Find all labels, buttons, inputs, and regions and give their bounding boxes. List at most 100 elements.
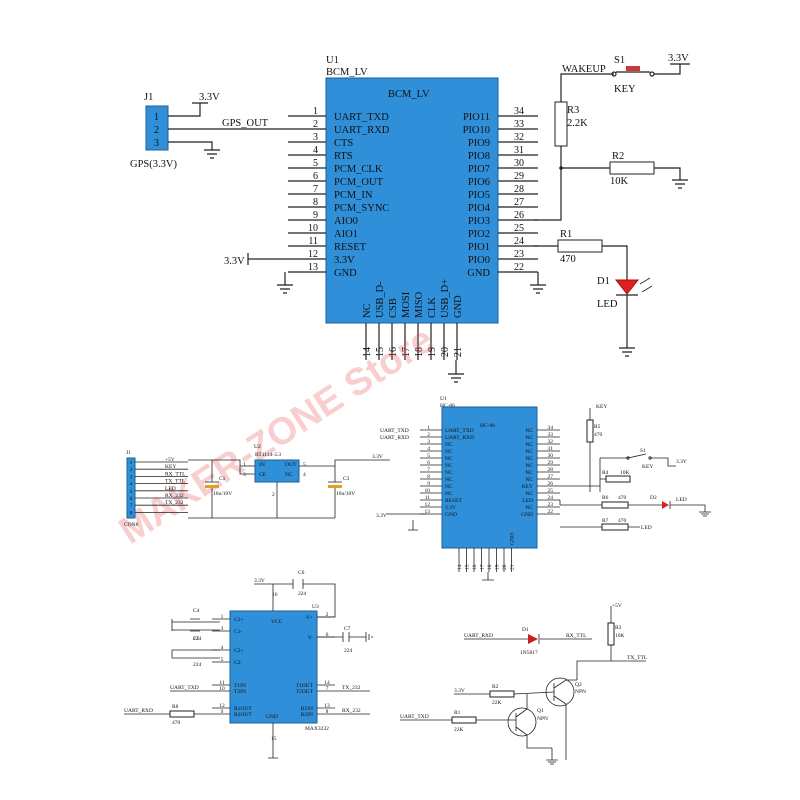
pin-name: NC: [445, 477, 453, 483]
c6-value: 224: [298, 591, 307, 597]
pin-name: PIO7: [468, 164, 490, 175]
j1-gnd-wire: [168, 141, 220, 159]
pin-name: MISO: [414, 291, 425, 318]
pin-name: PIO5: [468, 190, 490, 201]
c6-capacitor: [292, 579, 304, 589]
vcc-wire-12: [247, 253, 288, 265]
con8-pin-number: 5: [130, 489, 133, 495]
r4-ref: R4: [602, 470, 609, 476]
s1-vcc: 3.3V: [668, 53, 689, 64]
ls-r2-resistor: [489, 690, 515, 698]
tx232-net: TX_232: [342, 685, 361, 691]
q2-type: NPN: [575, 689, 586, 695]
pin-number: 17: [480, 564, 486, 570]
u2-pin-out: OUT: [285, 462, 297, 468]
q2-ref: Q2: [575, 682, 582, 688]
r8-value: 470: [172, 720, 181, 726]
pin-number: 31: [514, 145, 524, 156]
pin-number: 30: [548, 453, 554, 459]
pin-name: GND: [334, 268, 357, 279]
rx-ttl-net: RX_TTL: [566, 633, 587, 639]
pin-name: PIO10: [463, 125, 490, 136]
u2-pin-ce: CE: [259, 472, 267, 478]
pin-number: 7: [313, 184, 318, 195]
switch-contact: [648, 456, 652, 460]
pin-name: PIO9: [468, 138, 490, 149]
r6-ref: R6: [602, 495, 609, 501]
con8-pin-number: 6: [130, 496, 133, 502]
pin-name: NC: [525, 435, 533, 441]
pin-number: 19: [427, 347, 438, 357]
pin-number: 20: [440, 347, 451, 357]
pin-number: 6: [326, 632, 329, 638]
switch-contact: [626, 456, 630, 460]
pin-number: 21: [510, 564, 516, 570]
s1-switch-button: [626, 66, 640, 71]
pin-number: 16: [472, 564, 478, 570]
pin-name: AIO1: [334, 229, 358, 240]
d1-led-icon: [614, 279, 640, 295]
pin-number: 3: [313, 132, 318, 143]
pin-number: 24: [548, 495, 554, 501]
gps-out-label: GPS_OUT: [222, 118, 269, 129]
pin-name: LED: [522, 498, 533, 504]
pin-number: 1: [313, 106, 318, 117]
pin-number: 20: [502, 564, 508, 570]
q1-leads: [515, 694, 552, 749]
hc06-ref: U1: [440, 396, 447, 402]
q1-type: NPN: [537, 716, 548, 722]
bluetooth-module-schematic: U1 BCM_LV BCM_LV 1UART_TXD2UART_RXD3CTS4…: [130, 53, 690, 383]
j1-pin-1: 1: [154, 112, 159, 123]
ls-gnd-icon: [546, 748, 558, 765]
pin-number: 10: [425, 488, 431, 494]
c5-value: 224: [193, 662, 202, 668]
max3232-chip-body: [229, 610, 318, 724]
pin-name: 3.3V: [445, 505, 456, 511]
pin-name: PIO0: [468, 255, 490, 266]
pin-number: 22: [548, 509, 554, 515]
pin-number: 30: [514, 158, 524, 169]
pin-number: 2: [427, 432, 430, 438]
pin-name: PIO11: [463, 112, 490, 123]
pin-number: 4: [313, 145, 318, 156]
pin-name: USB_D+: [440, 279, 451, 318]
ls-r2-ref: R2: [492, 684, 499, 690]
con8-net-label: LED: [165, 486, 176, 492]
pin-number: 5: [313, 158, 318, 169]
pin-name: GND: [453, 295, 464, 318]
pin-name: PIO6: [468, 177, 490, 188]
pin-number: 15: [465, 564, 471, 570]
c5-capacitor: [171, 649, 220, 659]
pin-number: 14: [457, 564, 463, 570]
j1-pin-3: 3: [154, 138, 159, 149]
pin-name: GND: [445, 512, 457, 518]
c7-capacitor: [342, 632, 350, 642]
con8-net-label: TX_TTL: [165, 479, 186, 485]
pin-name: R2IN: [301, 712, 313, 718]
pin-number: 17: [401, 347, 412, 357]
pin-name: PIO2: [468, 229, 490, 240]
max-gnd-wire: [268, 723, 278, 759]
pin-number: 14: [324, 680, 330, 686]
pin-name: UART_TXD: [334, 112, 389, 123]
s1-vcc-wire: [654, 63, 690, 75]
pin-name: MOSI: [401, 291, 412, 318]
r7-resistor: [601, 523, 629, 531]
led-net: LED: [641, 525, 652, 531]
pin-name: CLK: [427, 297, 438, 318]
vcc-label-left: 3.3V: [224, 256, 245, 267]
con8-net-label: RX_TTL: [165, 471, 186, 477]
pin-name: NC: [525, 505, 533, 511]
r5-value: 470: [594, 432, 603, 438]
pin-name: PIO4: [468, 203, 491, 214]
r2-value: 10K: [610, 176, 629, 187]
con8-pin-number: 1: [130, 460, 133, 466]
u1-left-pins: 1UART_TXD2UART_RXD3CTS4RTS5PCM_CLK6PCM_O…: [288, 106, 390, 279]
u2-num-1: 1: [243, 462, 246, 468]
r4-value: 10K: [620, 470, 630, 476]
pin-name: NC: [445, 484, 453, 490]
